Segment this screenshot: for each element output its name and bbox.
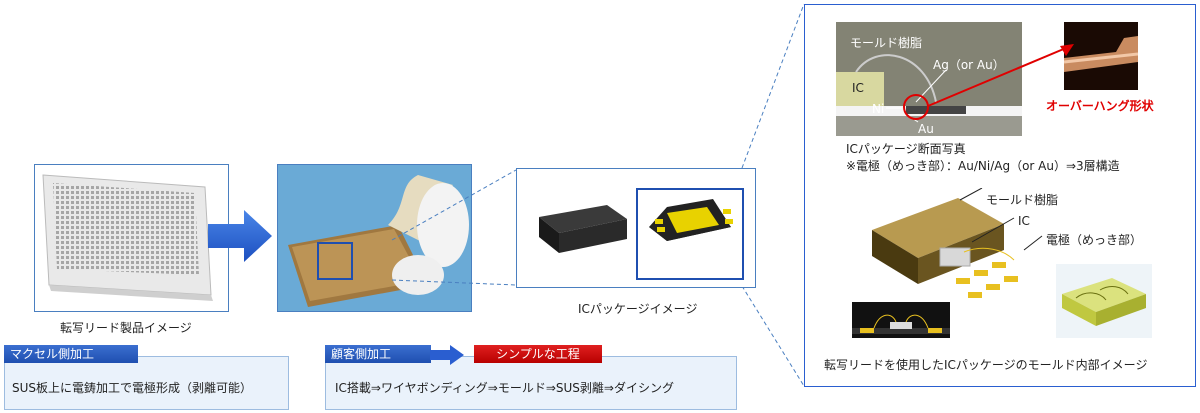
process-arrow-icon <box>208 210 272 262</box>
cs-ag-label: Ag（or Au） <box>933 58 1005 72</box>
ic-package-caption: ICパッケージイメージ <box>578 302 698 316</box>
cs-caption-2: ※電極（めっき部）：Au/Ni/Ag（or Au）⇒3層構造 <box>846 159 1120 173</box>
package-section-thumb <box>852 302 950 338</box>
package-translucent-thumb <box>1056 264 1152 338</box>
peeling-photo <box>277 164 472 312</box>
cs-caption-1: ICパッケージ断面写真 <box>846 142 966 156</box>
overhang-photo <box>1064 22 1138 90</box>
customer-process-text: IC搭載⇒ワイヤボンディング⇒モールド⇒SUS剥離⇒ダイシング <box>335 381 674 395</box>
customer-process-box <box>325 356 737 410</box>
simple-process-tag: シンプルな工程 <box>474 345 602 363</box>
package-inner-diagram <box>872 188 1043 298</box>
transfer-lead-caption: 転写リード製品イメージ <box>60 321 192 335</box>
cs-ni-label: Ni <box>872 102 885 116</box>
inner-ic-label: IC <box>1018 214 1030 228</box>
cs-mold-resin-label: モールド樹脂 <box>850 36 923 50</box>
inner-electrode-label: 電極（めっき部） <box>1046 233 1143 247</box>
maxel-process-text: SUS板上に電鋳加工で電極形成（剥離可能） <box>12 381 253 395</box>
cs-au-label: Au <box>918 122 934 136</box>
transfer-lead-photo <box>34 164 229 312</box>
overhang-label: オーバーハング形状 <box>1046 99 1154 113</box>
maxel-process-tag: マクセル側加工 <box>4 345 138 363</box>
cs-leader-lines <box>886 69 947 123</box>
overhang-arrow-icon <box>927 44 1074 107</box>
inner-mold-resin-label: モールド樹脂 <box>986 193 1059 207</box>
customer-process-tag: 顧客側加工 <box>325 345 431 363</box>
maxel-process-box <box>4 356 289 410</box>
cs-ic-label: IC <box>852 81 864 95</box>
ic-package-frame <box>516 168 756 288</box>
inner-diagram-caption: 転写リードを使用したICパッケージのモールド内部イメージ <box>824 358 1148 372</box>
arrow-right-icon <box>430 345 464 365</box>
